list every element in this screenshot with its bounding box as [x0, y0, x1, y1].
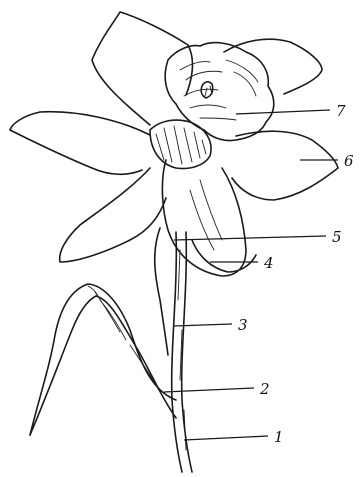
- label-6: 6: [344, 152, 354, 170]
- floral-tube: [155, 228, 256, 355]
- stem: [172, 232, 192, 472]
- leaf: [30, 284, 176, 435]
- label-5: 5: [332, 228, 342, 246]
- leader-7: [236, 110, 330, 114]
- petals-front: [162, 131, 338, 276]
- corona: [165, 43, 274, 141]
- label-1: 1: [274, 428, 284, 446]
- leader-2: [164, 388, 254, 392]
- label-3: 3: [238, 316, 248, 334]
- label-2: 2: [259, 380, 270, 398]
- label-7: 7: [336, 102, 346, 120]
- label-4: 4: [263, 254, 274, 272]
- leader-5: [174, 236, 326, 240]
- leader-3: [174, 324, 232, 326]
- label-group: 7 6 5 4 3 2 1: [164, 102, 354, 446]
- receptacle: [150, 120, 211, 168]
- leader-1: [184, 436, 268, 440]
